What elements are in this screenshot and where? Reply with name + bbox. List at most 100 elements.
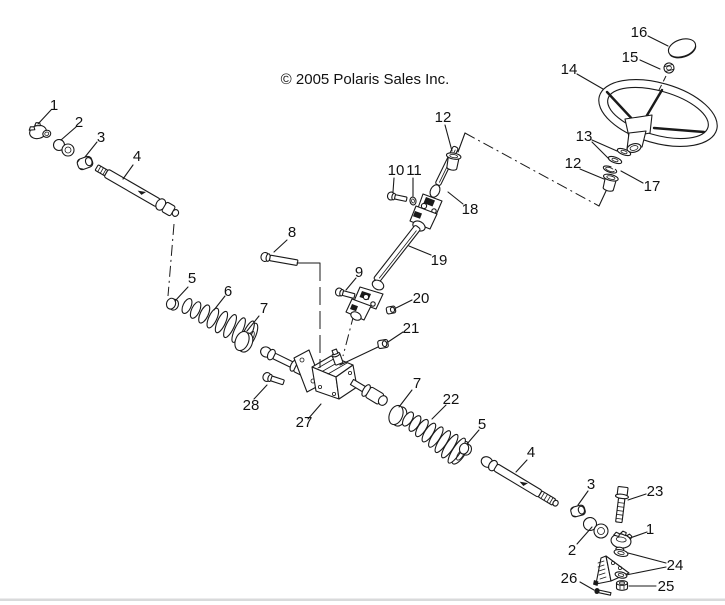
callout-label: 10: [388, 162, 405, 179]
callout-15: 15: [622, 49, 661, 70]
callout-28: 28: [243, 384, 268, 414]
part-2-ball-joint-lower: [582, 516, 609, 539]
callout-2-upper: 2: [60, 114, 83, 141]
part-28-bolt: [262, 371, 285, 386]
part-8-bolt: [260, 251, 299, 266]
part-20-nut: [385, 305, 397, 315]
callout-24: 24: [625, 552, 684, 576]
callout-4-lower: 4: [515, 444, 535, 473]
callout-label: 20: [413, 290, 430, 307]
callout-label: 25: [658, 578, 675, 595]
part-23-bolt: [614, 485, 629, 524]
part-24-washer-lower: [614, 571, 628, 579]
callout-label: 26: [561, 570, 578, 587]
callout-25: 25: [628, 578, 675, 595]
callout-22: 22: [431, 391, 460, 420]
part-27-steering-gear-assembly: [260, 346, 388, 406]
callout-6: 6: [213, 283, 232, 311]
callout-17: 17: [620, 170, 661, 195]
part-4-tie-rod-lower: [480, 456, 559, 507]
callout-label: 24: [667, 557, 684, 574]
callout-label: 23: [647, 483, 664, 500]
part-22-bellows-boot-right: [401, 411, 469, 465]
callout-3-upper: 3: [84, 129, 105, 158]
callout-label: 9: [355, 264, 363, 281]
callout-5-right: 5: [466, 416, 486, 445]
callout-11: 11: [406, 162, 422, 197]
callout-27: 27: [296, 403, 322, 431]
copyright-text: © 2005 Polaris Sales Inc.: [281, 71, 450, 88]
callout-label: 19: [431, 252, 448, 269]
callout-7-right: 7: [398, 375, 421, 408]
part-4-tie-rod-upper: [94, 164, 180, 217]
callout-2-lower: 2: [568, 526, 593, 559]
callout-label: 1: [50, 97, 58, 114]
part-13-washers: [607, 147, 632, 165]
part-3-jam-nut-upper: [76, 155, 94, 171]
callout-4-upper: 4: [122, 148, 141, 180]
callout-12-right: 12: [565, 155, 605, 180]
callout-label: 3: [587, 476, 595, 493]
rack-pinion-stub: [331, 348, 344, 366]
part-14-steering-wheel: [598, 79, 718, 153]
footer-rule: [0, 598, 725, 601]
callout-label: 2: [75, 114, 83, 131]
callout-label: 7: [413, 375, 421, 392]
callout-label: 12: [565, 155, 582, 172]
callout-14: 14: [561, 61, 604, 90]
callout-label: 21: [403, 320, 420, 337]
callout-label: 7: [260, 300, 268, 317]
callout-label: 3: [97, 129, 105, 146]
rack-output-shaft: [349, 378, 388, 406]
part-19-steering-shaft-lower: [345, 225, 421, 321]
callout-7-left: 7: [246, 300, 268, 332]
callout-label: 28: [243, 397, 260, 414]
callout-13: 13: [576, 128, 618, 160]
axis-reference-lines: [167, 75, 667, 357]
callout-8: 8: [273, 224, 321, 368]
callout-label: 4: [527, 444, 535, 461]
callout-label: 4: [133, 148, 141, 165]
callout-label: 11: [406, 162, 422, 179]
part-24-washer-upper: [613, 548, 629, 558]
part-12-bushing-left: [445, 152, 462, 171]
callout-26: 26: [561, 570, 595, 591]
callout-label: 27: [296, 414, 313, 431]
callout-20: 20: [395, 290, 430, 309]
part-12-bushing-right: [602, 173, 619, 192]
callout-23: 23: [627, 483, 664, 501]
callout-3-lower: 3: [577, 476, 595, 506]
part-26-pin: [594, 588, 612, 596]
callout-label: 17: [644, 178, 661, 195]
callout-label: 2: [568, 542, 576, 559]
callout-21: 21: [339, 320, 420, 366]
callout-16: 16: [631, 24, 669, 47]
callout-label: 22: [443, 391, 460, 408]
part-25-nut: [615, 580, 629, 591]
part-7-o-ring-left: [234, 330, 254, 353]
part-17-snap-ring: [602, 165, 618, 174]
callout-12-left: 12: [435, 109, 453, 152]
callout-label: 5: [188, 270, 196, 287]
callout-label: 5: [478, 416, 486, 433]
part-21-nut: [377, 338, 389, 350]
callout-10: 10: [388, 162, 405, 193]
part-5-stop-ring-left: [165, 297, 180, 311]
callout-label: 18: [462, 201, 479, 218]
part-9-bolt: [334, 287, 356, 299]
part-10-bolt: [386, 191, 408, 202]
part-2-ball-joint-upper: [52, 138, 75, 157]
callout-label: 12: [435, 109, 452, 126]
part-16-cap: [667, 38, 697, 59]
callout-label: 6: [224, 283, 232, 300]
callout-1-upper: 1: [37, 97, 58, 125]
callout-9: 9: [345, 264, 363, 291]
part-3-jam-nut-lower: [570, 504, 586, 518]
callout-18: 18: [447, 191, 479, 218]
callout-19: 19: [408, 245, 448, 269]
callout-5-left: 5: [174, 270, 196, 302]
callout-label: 13: [576, 128, 593, 145]
callout-label: 1: [646, 521, 654, 538]
